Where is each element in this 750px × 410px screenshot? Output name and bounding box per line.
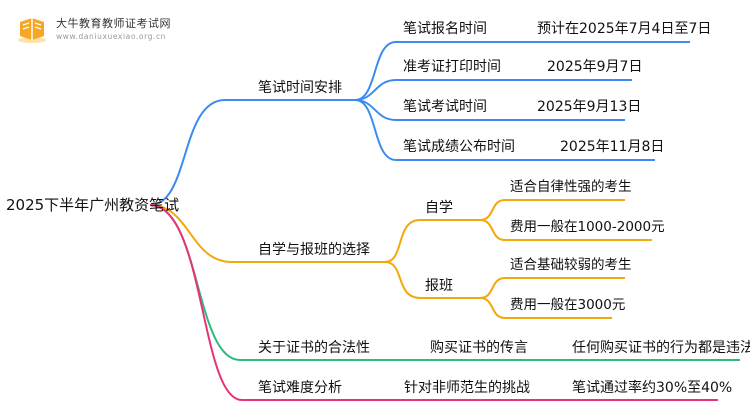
link-class-1 (479, 277, 625, 299)
choice-self-study: 自学 (425, 200, 453, 216)
choice-detail: 费用一般在1000-2000元 (510, 219, 665, 235)
difficulty-item-value: 笔试通过率约30%至40% (572, 380, 733, 396)
time-item-value: 2025年9月13日 (537, 99, 642, 115)
link-root-choice (149, 204, 385, 263)
legal-item-value: 任何购买证书的行为都是违法的 (572, 340, 750, 356)
legal-item-label: 购买证书的传言 (430, 340, 528, 356)
choice-detail: 费用一般在3000元 (510, 297, 626, 313)
link-self-1 (479, 199, 625, 221)
link-choice-self (384, 219, 480, 263)
time-item-label: 准考证打印时间 (403, 59, 501, 75)
time-item-value: 2025年9月7日 (547, 59, 643, 75)
branch-time-schedule: 笔试时间安排 (258, 80, 342, 96)
choice-detail: 适合基础较弱的考生 (510, 257, 632, 273)
link-class-2 (479, 297, 612, 319)
time-item-value: 预计在2025年7月4日至7日 (537, 21, 712, 37)
logo-title: 大牛教育教师证考试网 (56, 17, 171, 30)
difficulty-item-label: 针对非师范生的挑战 (404, 380, 530, 396)
link-time-2 (354, 79, 632, 101)
link-self-2 (479, 219, 652, 241)
link-time-1 (354, 41, 690, 101)
choice-detail: 适合自律性强的考生 (510, 179, 632, 195)
branch-certificate-legality: 关于证书的合法性 (258, 340, 370, 356)
book-logo-icon (18, 18, 46, 43)
branch-difficulty: 笔试难度分析 (258, 380, 342, 396)
logo-url: www.daniuxuexiao.org.cn (56, 32, 167, 41)
root-node: 2025下半年广州教资笔试 (6, 196, 180, 214)
site-logo[interactable]: 大牛教育教师证考试网 www.daniuxuexiao.org.cn (10, 10, 190, 50)
time-item-label: 笔试考试时间 (403, 99, 487, 115)
branch-study-choice: 自学与报班的选择 (258, 242, 370, 258)
link-choice-class (384, 261, 480, 299)
time-item-label: 笔试成绩公布时间 (403, 139, 515, 155)
link-root-difficulty (149, 204, 380, 401)
link-root-time (149, 99, 355, 206)
choice-class: 报班 (425, 278, 453, 294)
time-item-label: 笔试报名时间 (403, 21, 487, 37)
link-time-4 (354, 99, 655, 161)
time-item-value: 2025年11月8日 (560, 139, 665, 155)
